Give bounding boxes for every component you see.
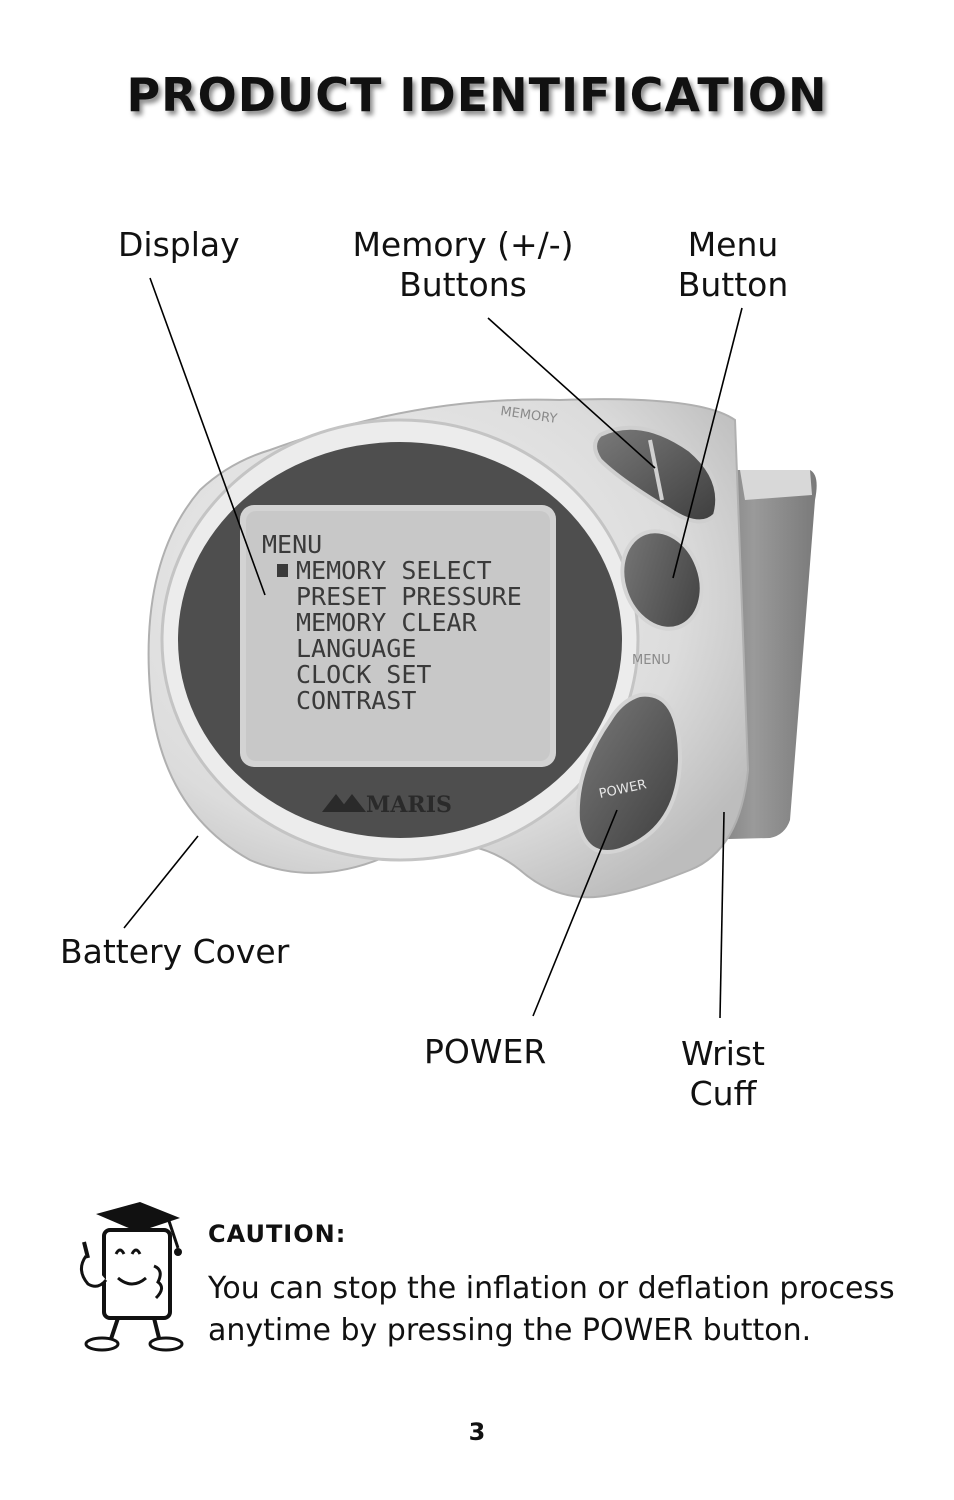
lcd-line: LANGUAGE	[296, 634, 416, 663]
lcd-line: CONTRAST	[296, 686, 416, 715]
memory-marking: MEMORY	[499, 404, 558, 427]
caution-heading: CAUTION:	[208, 1220, 347, 1248]
lcd-line: MEMORY SELECT	[296, 556, 492, 585]
graduate-mascot-icon	[80, 1202, 184, 1352]
display-label-text: Display	[118, 225, 240, 264]
lcd-line: MEMORY CLEAR	[296, 608, 478, 637]
memory-buttons	[593, 425, 720, 524]
menu-button-label: Menu Button	[672, 225, 794, 305]
power-leader-line	[532, 809, 618, 1017]
lcd-line: CLOCK SET	[296, 660, 431, 689]
menu-label-line1: Menu	[687, 225, 779, 264]
wrist-label-line1: Wrist	[680, 1034, 765, 1073]
battery-label-text: Battery Cover	[60, 932, 290, 971]
caution-text: You can stop the inflation or deflation …	[208, 1271, 895, 1348]
brand-logo	[322, 794, 366, 812]
display-leader-line	[149, 277, 266, 596]
page-number: 3	[468, 1418, 486, 1446]
battery-cover-label: Battery Cover	[60, 932, 289, 972]
display	[178, 442, 622, 838]
lcd-line: MENU	[262, 530, 322, 559]
wrist-cuff-label: Wrist Cuff	[668, 1034, 778, 1114]
memory-buttons-label: Memory (+/-) Buttons	[348, 225, 578, 305]
cuff-leader-line	[719, 811, 725, 1019]
power-label: POWER	[424, 1032, 546, 1072]
wrist-label-line2: Cuff	[689, 1074, 757, 1113]
memory-label-line2: Buttons	[399, 265, 527, 304]
power-marking: POWER	[598, 777, 648, 802]
menu-cursor-icon	[277, 564, 288, 577]
battery-leader-line	[123, 835, 199, 929]
menu-leader-line	[672, 307, 743, 579]
lcd-line: PRESET PRESSURE	[296, 582, 522, 611]
leader-lines	[123, 277, 743, 1019]
menu-marking: MENU	[632, 653, 671, 668]
menu-label-line2: Button	[677, 265, 789, 304]
memory-leader-line	[487, 317, 656, 469]
menu-button[interactable]	[609, 520, 715, 640]
page-title: PRODUCT IDENTIFICATION	[126, 68, 828, 122]
memory-label-line1: Memory (+/-)	[352, 225, 574, 264]
display-label: Display	[118, 225, 240, 265]
brand-name: MARIS	[366, 792, 452, 818]
power-label-text: POWER	[424, 1032, 547, 1071]
